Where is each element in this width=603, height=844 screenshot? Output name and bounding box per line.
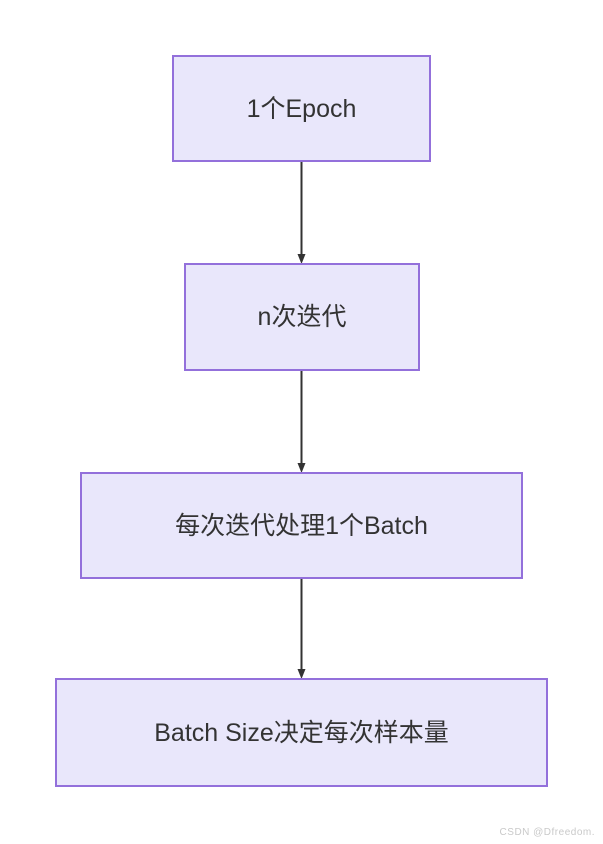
watermark-text: CSDN @Dfreedom. bbox=[499, 827, 595, 838]
node-epoch-label: 1个Epoch bbox=[246, 94, 357, 123]
node-batch-per-iteration[interactable]: 每次迭代处理1个Batch bbox=[80, 472, 523, 579]
node-batch-size-label: Batch Size决定每次样本量 bbox=[154, 718, 449, 747]
node-epoch[interactable]: 1个Epoch bbox=[172, 55, 431, 162]
node-batch-size[interactable]: Batch Size决定每次样本量 bbox=[55, 678, 548, 787]
node-iteration-label: n次迭代 bbox=[257, 303, 347, 331]
node-batch-per-iteration-label: 每次迭代处理1个Batch bbox=[175, 511, 428, 540]
node-iteration[interactable]: n次迭代 bbox=[184, 263, 420, 371]
